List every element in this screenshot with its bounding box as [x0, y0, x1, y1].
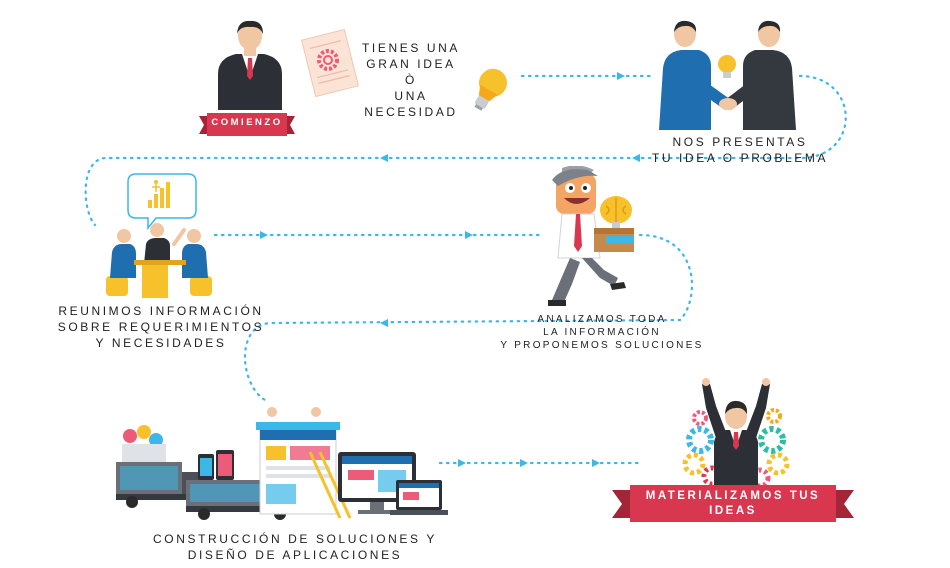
flow-arrow [617, 72, 625, 80]
flow-arrow [380, 319, 388, 327]
idea-line: TIENES UNA [361, 41, 460, 55]
flow-arrow [260, 231, 268, 239]
laptop [390, 480, 448, 515]
idea-line: GRAN IDEA [366, 57, 456, 71]
construction-icon [116, 407, 448, 520]
analyze-text: ANALIZAMOS TODA LA INFORMACIÓN Y PROPONE… [492, 313, 712, 352]
analyze-line: LA INFORMACIÓN [543, 327, 661, 338]
flow-arrow [632, 154, 640, 162]
analyze-line: Y PROPONEMOS SOLUCIONES [500, 340, 704, 351]
gather-line: REUNIMOS INFORMACIÓN [58, 304, 264, 318]
flow-arrow [380, 154, 388, 162]
start-banner [199, 113, 295, 136]
lightbulb-icon [474, 68, 507, 111]
businessman-icon [218, 20, 282, 110]
flow-segment-4 [243, 233, 694, 402]
idea-line: NECESIDAD [364, 105, 458, 119]
flow-arrow [458, 459, 466, 467]
flow-arrow [465, 231, 473, 239]
gather-line: Y NECESIDADES [95, 336, 227, 350]
build-line: CONSTRUCCIÓN DE SOLUCIONES Y [153, 532, 437, 546]
present-line: TU IDEA O PROBLEMA [651, 151, 829, 165]
present-text: NOS PRESENTAS TU IDEA O PROBLEMA [620, 134, 860, 166]
meeting-icon [106, 173, 212, 298]
flow-arrow [592, 459, 600, 467]
flow-arrow [520, 459, 528, 467]
flow-segment-2 [84, 74, 847, 227]
handshake-icon [659, 20, 796, 130]
finish-banner-label: MATERIALIZAMOS TUS IDEAS [630, 489, 836, 519]
finish-banner-line: MATERIALIZAMOS TUS [645, 490, 821, 502]
finish-banner-line: IDEAS [709, 505, 757, 517]
analyst-icon [548, 166, 634, 306]
analyze-line: ANALIZAMOS TODA [537, 314, 667, 325]
web-layout-board [256, 407, 352, 519]
idea-text: TIENES UNA GRAN IDEA Ò UNA NECESIDAD [352, 40, 470, 120]
gather-text: REUNIMOS INFORMACIÓN SOBRE REQUERIMIENTO… [40, 303, 282, 351]
idea-line: Ò [405, 73, 417, 87]
document-gear-icon [301, 28, 359, 98]
build-line: DISEÑO DE APLICACIONES [187, 548, 403, 562]
celebrating-man-icon [682, 378, 790, 488]
finish-banner [612, 485, 854, 522]
start-banner-label: COMIENZO [211, 117, 283, 128]
idea-line: UNA [394, 89, 428, 103]
present-line: NOS PRESENTAS [672, 135, 808, 149]
gather-line: SOBRE REQUERIMIENTOS [57, 320, 265, 334]
build-text: CONSTRUCCIÓN DE SOLUCIONES Y DISEÑO DE A… [120, 531, 470, 563]
